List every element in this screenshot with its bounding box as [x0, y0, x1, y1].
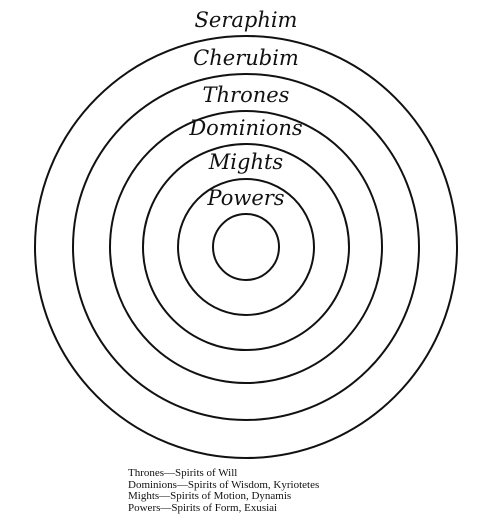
label-cherubim: Cherubim [193, 46, 299, 70]
label-seraphim: Seraphim [195, 8, 298, 32]
label-dominions: Dominions [188, 116, 303, 140]
legend: Thrones—Spirits of Will Dominions—Spirit… [128, 467, 488, 514]
ring-mights [177, 178, 315, 316]
ring-powers [212, 213, 280, 281]
ring-thrones [109, 110, 383, 384]
ring-dominions [142, 143, 350, 351]
label-powers: Powers [206, 186, 284, 210]
ring-cherubim [72, 73, 420, 421]
ring-seraphim [34, 35, 458, 459]
label-thrones: Thrones [203, 83, 290, 107]
legend-line-mights: Mights—Spirits of Motion, Dynamis [128, 490, 292, 502]
label-mights: Mights [208, 150, 284, 174]
legend-line-thrones: Thrones—Spirits of Will [128, 467, 238, 479]
legend-line-dominions: Dominions—Spirits of Wisdom, Kyriotetes [128, 478, 320, 491]
legend-line-powers: Powers—Spirits of Form, Exusiai [128, 501, 278, 514]
